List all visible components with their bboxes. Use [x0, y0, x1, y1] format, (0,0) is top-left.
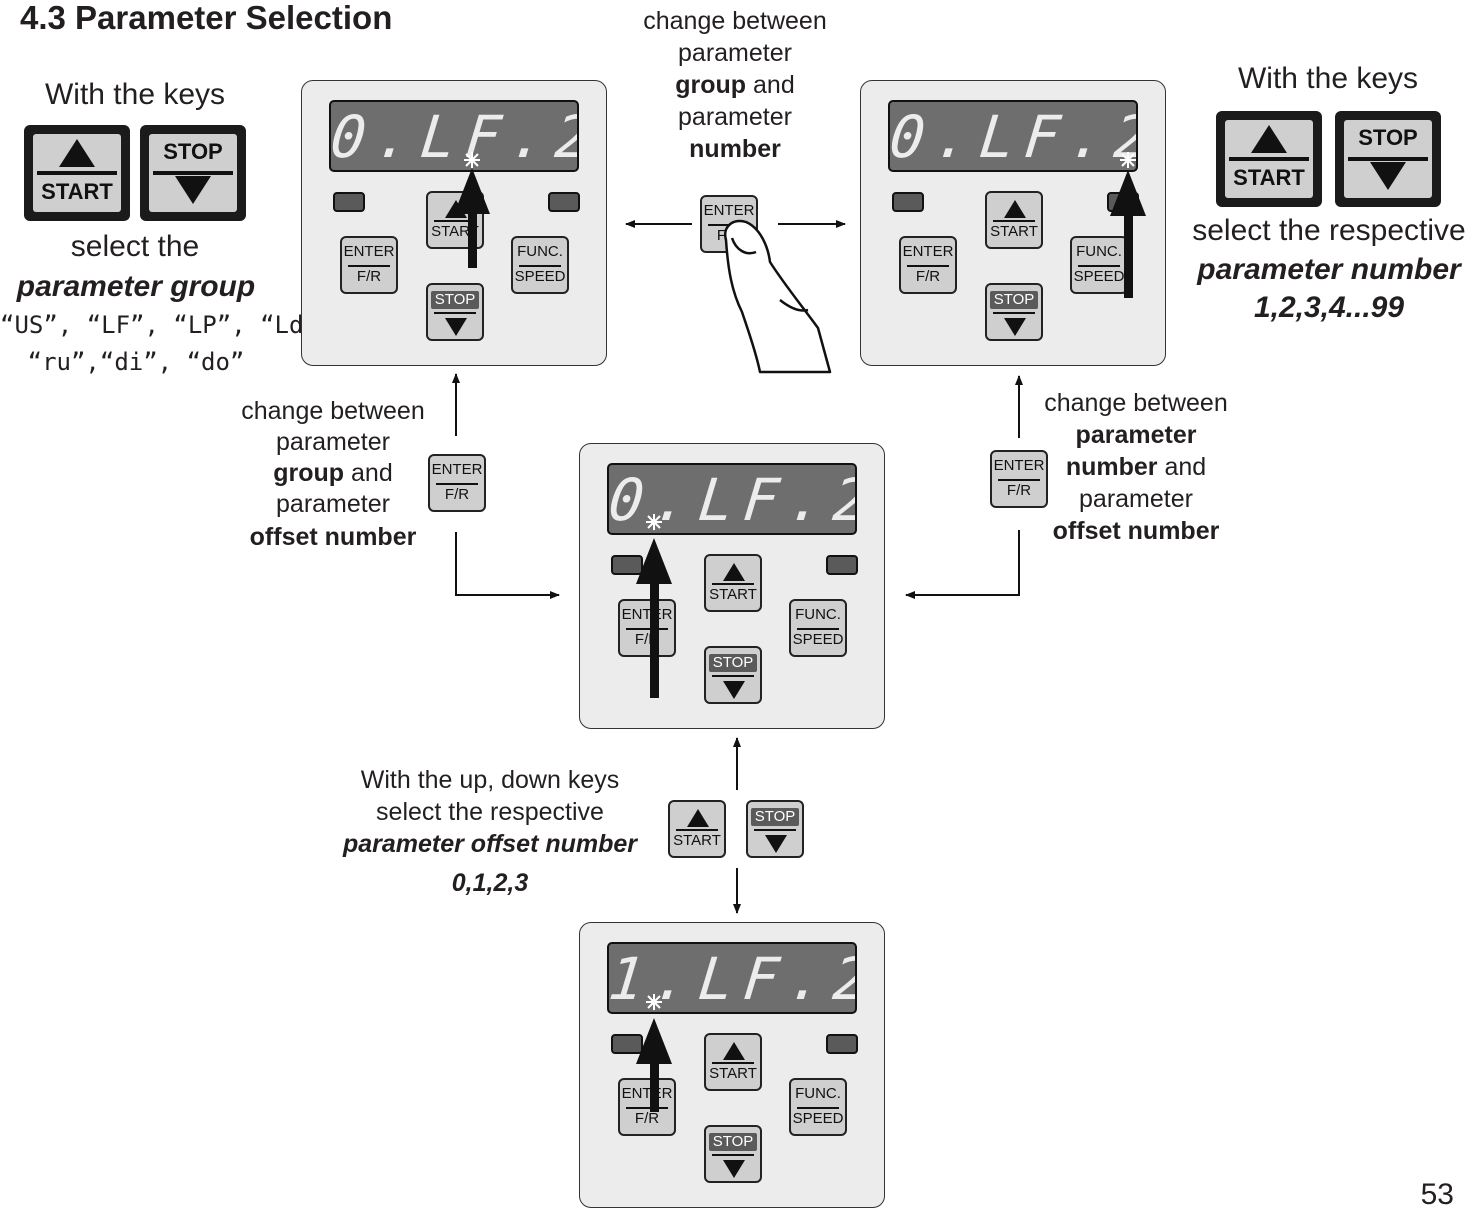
bottom-line1: With the up, down keys — [360, 766, 620, 794]
right-mid-line1: change between — [1044, 389, 1228, 417]
display: 0.LF.26. — [329, 100, 579, 172]
page-number: 53 — [1420, 1178, 1454, 1211]
bottom-line2: select the respective — [376, 798, 604, 826]
stop-key[interactable]: STOP — [426, 283, 484, 341]
down-arrow-icon — [723, 1160, 745, 1178]
blink-star-icon — [1120, 152, 1136, 168]
down-arrow-icon — [1004, 318, 1026, 336]
led-right — [826, 555, 858, 575]
left-mid-line5: offset number — [249, 523, 417, 551]
up-arrow-icon — [723, 1042, 745, 1060]
big-start-key-left: START — [24, 125, 130, 221]
top-center-line1: change between — [643, 7, 827, 35]
page-title: 4.3 Parameter Selection — [20, 0, 393, 36]
top-center-line2: parameter — [678, 39, 792, 67]
top-center-line3: group and — [675, 71, 795, 99]
stop-key[interactable]: STOP — [985, 283, 1043, 341]
led-left — [333, 192, 365, 212]
start-key[interactable]: START — [704, 554, 762, 612]
led-left — [892, 192, 924, 212]
bottom-line4: 0,1,2,3 — [451, 869, 529, 897]
func-key[interactable]: FUNC.SPEED — [1070, 236, 1128, 294]
led-right — [826, 1034, 858, 1054]
top-center-line5: number — [689, 135, 781, 163]
start-key[interactable]: START — [985, 191, 1043, 249]
pointer-arrow-middle — [636, 538, 672, 698]
led-left — [611, 555, 643, 575]
left-mid-line1: change between — [241, 397, 425, 425]
func-key[interactable]: FUNC.SPEED — [789, 1078, 847, 1136]
arrow-to-middle-from-right — [905, 530, 1020, 599]
right-mid-line3: number and — [1065, 453, 1207, 481]
start-label: START — [1233, 165, 1305, 190]
stop-label: STOP — [1358, 125, 1418, 150]
arrow-to-middle-from-left — [455, 532, 560, 599]
finger-icon — [723, 219, 832, 374]
up-arrow-icon — [723, 563, 745, 581]
stop-label: STOP — [163, 139, 223, 164]
down-arrow-icon — [1370, 162, 1406, 190]
bottom-line3: parameter offset number — [342, 830, 638, 858]
func-key[interactable]: FUNC.SPEED — [789, 599, 847, 657]
down-arrow-icon — [175, 176, 211, 204]
left-mid-line4: parameter — [276, 490, 390, 518]
big-stop-key-left: STOP — [140, 125, 246, 221]
right-with-keys: With the keys — [1237, 62, 1419, 95]
right-parameter-number: parameter number — [1197, 253, 1461, 286]
big-stop-key-right: STOP — [1335, 111, 1441, 207]
left-select-the: select the — [70, 230, 200, 263]
up-arrow-icon — [59, 139, 95, 167]
right-mid-line2: parameter — [1075, 421, 1197, 449]
right-select-respective: select the respective — [1192, 214, 1466, 247]
start-key[interactable]: START — [704, 1033, 762, 1091]
down-arrow-icon — [445, 318, 467, 336]
up-arrow-icon — [1004, 200, 1026, 218]
start-key-bottom[interactable]: START — [668, 800, 726, 858]
pointer-arrow-top-right — [1110, 170, 1146, 298]
left-parameter-group: parameter group — [16, 270, 256, 303]
stop-key[interactable]: STOP — [704, 646, 762, 704]
display: 0.LF.26. — [888, 100, 1138, 172]
left-with-keys: With the keys — [44, 78, 226, 111]
stop-key[interactable]: STOP — [704, 1125, 762, 1183]
up-arrow-icon — [1251, 125, 1287, 153]
led-right — [548, 192, 580, 212]
pointer-arrow-bottom — [636, 1018, 672, 1112]
big-start-key-right: START — [1216, 111, 1322, 207]
down-arrow-icon — [723, 681, 745, 699]
top-center-line4: parameter — [678, 103, 792, 131]
stop-key-bottom[interactable]: STOP — [746, 800, 804, 858]
up-arrow-icon — [687, 809, 709, 827]
start-label: START — [41, 179, 113, 204]
blink-star-icon — [646, 994, 662, 1010]
right-mid-line4: parameter — [1079, 485, 1193, 513]
func-key[interactable]: FUNC.SPEED — [511, 236, 569, 294]
pointer-arrow-top-left — [454, 168, 490, 268]
blink-star-icon — [464, 152, 480, 168]
led-left — [611, 1034, 643, 1054]
left-mid-line3: group and — [273, 459, 393, 487]
right-mid-line5: offset number — [1052, 517, 1220, 545]
left-mid-line2: parameter — [276, 428, 390, 456]
right-range: 1,2,3,4...99 — [1253, 291, 1405, 324]
down-arrow-icon — [765, 835, 787, 853]
blink-star-icon — [646, 514, 662, 530]
left-groups-line2: “ru”,“di”, “do” — [27, 348, 245, 376]
